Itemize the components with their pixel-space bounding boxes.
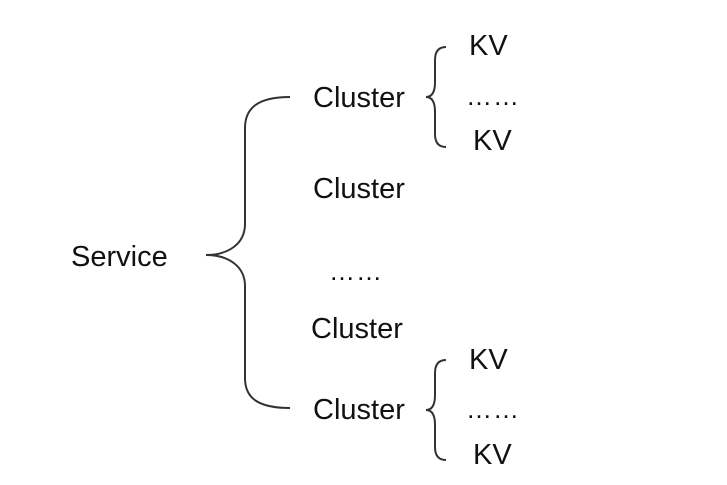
cluster-ellipsis: …… <box>329 256 383 286</box>
kv-label-5b: KV <box>473 439 512 471</box>
service-brace <box>205 96 291 409</box>
cluster-label-4: Cluster <box>311 313 403 345</box>
cluster-label-2: Cluster <box>313 173 405 205</box>
kv-ellipsis-5: …… <box>466 394 520 424</box>
kv-label-1a: KV <box>469 30 508 62</box>
cluster-5-brace <box>425 359 447 461</box>
cluster-1-brace <box>425 46 447 148</box>
service-label: Service <box>71 241 168 273</box>
cluster-label-5: Cluster <box>313 394 405 426</box>
cluster-label-1: Cluster <box>313 82 405 114</box>
kv-ellipsis-1: …… <box>466 81 520 111</box>
kv-label-1b: KV <box>473 125 512 157</box>
kv-label-5a: KV <box>469 344 508 376</box>
